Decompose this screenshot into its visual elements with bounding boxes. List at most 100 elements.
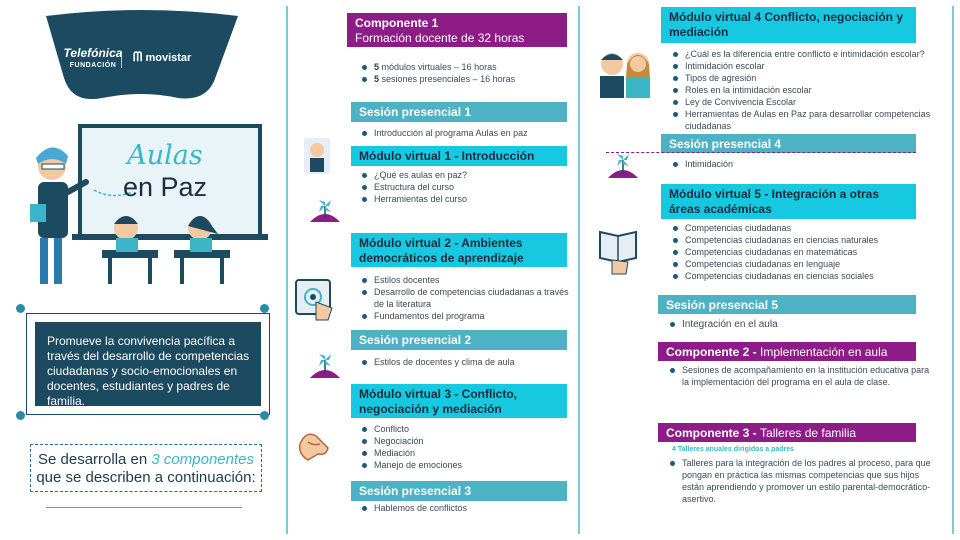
sesion-2-header: Sesión presencial 2 (351, 330, 567, 350)
list-item: 5 sesiones presenciales – 16 horas (362, 73, 572, 85)
componente-3-list: Talleres para la integración de los padr… (670, 457, 932, 505)
parents-icon (600, 53, 650, 98)
modulo-3-header: Módulo virtual 3 - Conflicto, negociació… (351, 384, 567, 418)
movistar-logo: ᗰ movistar (133, 49, 193, 65)
sesion-5-header: Sesión presencial 5 (658, 295, 916, 314)
list-item: Fundamentos del programa (362, 310, 572, 322)
list-item: Estilos de docentes y clima de aula (362, 356, 572, 368)
modulo-4-title: Módulo virtual 4 Conflicto, negociación … (669, 10, 904, 39)
sesion-5-list: Integración en el aula (670, 318, 930, 331)
sesion-3-title: Sesión presencial 3 (359, 484, 472, 498)
sesion-2-list: Estilos de docentes y clima de aula (362, 356, 572, 368)
list-item: Intimidación (673, 158, 933, 170)
sesion-4-header: Sesión presencial 4 (661, 134, 916, 153)
list-item: Desarrollo de competencias ciudadanas a … (362, 286, 572, 310)
promo-box: Promueve la convivencia pacífica a travé… (26, 313, 270, 415)
list-item: Herramientas del curso (362, 193, 572, 205)
list-item: Roles en la intimidación escolar (673, 84, 943, 96)
list-item: Competencias ciudadanas en ciencias soci… (673, 270, 933, 282)
modulo-4-header: Módulo virtual 4 Conflicto, negociación … (661, 7, 916, 43)
modulo-5-header: Módulo virtual 5 - Integración a otras á… (661, 184, 916, 219)
list-item: ¿Qué es aulas en paz? (362, 169, 572, 181)
modulo-1-header: Módulo virtual 1 - Introducción (351, 146, 567, 166)
dashed-divider (606, 152, 916, 153)
componente-1-list: 5 módulos virtuales – 16 horas 5 sesione… (362, 61, 572, 85)
componente-1-subtitle: Formación docente de 32 horas (355, 31, 525, 45)
classroom-illustration (30, 124, 268, 284)
sesion-3-list: Hablemos de conflictos (362, 502, 572, 514)
timeline-line (578, 6, 580, 534)
underline-divider (46, 507, 242, 508)
pinwheel-icon (310, 354, 340, 378)
componente-3-note: 4 Talleres anuales dirigidos a padres (672, 446, 795, 453)
modulo-2-header: Módulo virtual 2 - Ambientes democrático… (351, 233, 567, 267)
components-intro-prefix: Se desarrolla en (38, 451, 148, 468)
corner-dot-icon (260, 411, 269, 420)
program-title-en-paz: en Paz (122, 172, 208, 202)
modulo-5-list: Competencias ciudadanas Competencias ciu… (673, 222, 933, 282)
list-item: Estructura del curso (362, 181, 572, 193)
list-item: Ley de Convivencia Escolar (673, 96, 943, 108)
list-item: Tipos de agresión (673, 72, 943, 84)
sesion-1-title: Sesión presencial 1 (359, 105, 472, 119)
componente-1-title: Componente 1 (355, 16, 439, 30)
touch-screen-icon (295, 279, 333, 321)
modulo-5-title: Módulo virtual 5 - Integración a otras á… (669, 187, 880, 216)
person-avatar-icon (304, 138, 330, 174)
sesion-2-title: Sesión presencial 2 (359, 333, 472, 347)
list-item: 5 módulos virtuales – 16 horas (362, 61, 572, 73)
componente-1-header: Componente 1 Formación docente de 32 hor… (347, 13, 567, 47)
list-item: Competencias ciudadanas en ciencias natu… (673, 234, 933, 246)
promo-text: Promueve la convivencia pacífica a travé… (35, 322, 261, 408)
movistar-m-icon: ᗰ (133, 49, 143, 64)
sesion-4-list: Intimidación (673, 158, 933, 170)
componente-3-text: Talleres de familia (760, 426, 857, 440)
componente-2-text: Implementación en aula (760, 345, 888, 359)
logo-banner (46, 10, 238, 100)
handshake-icon (298, 433, 329, 461)
sesion-5-title: Sesión presencial 5 (666, 298, 779, 312)
modulo-1-list: ¿Qué es aulas en paz? Estructura del cur… (362, 169, 572, 205)
componente-2-label: Componente 2 - (666, 345, 761, 359)
corner-dot-icon (16, 304, 25, 313)
modulo-4-list: ¿Cuál es la diferencia entre conflicto e… (673, 48, 943, 132)
timeline-line (286, 6, 288, 534)
logo-divider (121, 52, 122, 68)
list-item: Estilos docentes (362, 274, 572, 286)
list-item: ¿Cuál es la diferencia entre conflicto e… (673, 48, 943, 60)
pinwheel-icon (310, 200, 340, 222)
fundacion-label: FUNDACIÓN (69, 62, 117, 69)
corner-dot-icon (260, 304, 269, 313)
list-item: Conflicto (362, 423, 572, 435)
modulo-3-list: Conflicto Negociación Mediación Manejo d… (362, 423, 572, 471)
list-item: Intimidación escolar (673, 60, 943, 72)
modulo-3-title: Módulo virtual 3 - Conflicto, negociació… (359, 387, 517, 416)
list-item: Introducción al programa Aulas en paz (362, 127, 572, 139)
componente-2-header: Componente 2 - Implementación en aula (658, 342, 916, 361)
list-item: Competencias ciudadanas en lenguaje (673, 258, 933, 270)
list-item: Integración en el aula (670, 318, 930, 331)
components-intro: Se desarrolla en 3 componentes que se de… (30, 444, 262, 492)
list-item: Manejo de emociones (362, 459, 572, 471)
list-item: Competencias ciudadanas (673, 222, 933, 234)
program-title-aulas: Aulas (127, 140, 203, 171)
sesion-4-title: Sesión presencial 4 (669, 137, 782, 151)
pinwheel-icon (608, 154, 638, 178)
modulo-1-title: Módulo virtual 1 - Introducción (359, 149, 535, 163)
sesion-1-list: Introducción al programa Aulas en paz (362, 127, 572, 139)
list-item: Hablemos de conflictos (362, 502, 572, 514)
components-intro-suffix: que se describen a continuación: (36, 469, 256, 486)
modulo-2-title: Módulo virtual 2 - Ambientes democrático… (359, 236, 524, 265)
book-reading-icon (599, 230, 637, 275)
list-item: Negociación (362, 435, 572, 447)
list-item: Competencias ciudadanas en matemáticas (673, 246, 933, 258)
list-item: Mediación (362, 447, 572, 459)
movistar-label: movistar (145, 52, 192, 64)
list-item: Talleres para la integración de los padr… (670, 457, 932, 505)
timeline-line (952, 6, 954, 534)
modulo-2-list: Estilos docentes Desarrollo de competenc… (362, 274, 572, 322)
telefonica-logo: Telefónica (63, 46, 123, 60)
componente-3-header: Componente 3 - Talleres de familia (658, 423, 916, 442)
corner-dot-icon (16, 411, 25, 420)
list-item: Sesiones de acompañamiento en la institu… (670, 364, 930, 388)
